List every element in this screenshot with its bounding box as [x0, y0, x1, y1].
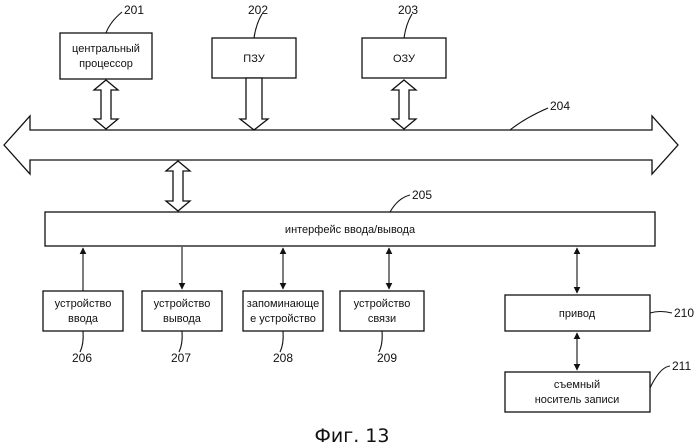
output-device-line1: устройство [154, 298, 211, 310]
input-device-line2: ввода [68, 313, 99, 325]
cpu-ref: 201 [124, 3, 144, 17]
comm-ref: 209 [377, 351, 397, 365]
rom-ref: 202 [248, 3, 268, 17]
rom-leader [254, 14, 262, 38]
drive-ref: 210 [674, 306, 694, 320]
input-device-line1: устройство [55, 298, 112, 310]
rom-to-bus-arrow [240, 78, 268, 130]
input-leader [80, 331, 83, 352]
output-leader [179, 331, 182, 352]
input-device-box [43, 291, 123, 331]
media-ref: 211 [672, 359, 691, 373]
comm-device-box [340, 291, 424, 331]
cpu-leader [106, 12, 122, 33]
removable-media-box [505, 372, 650, 412]
media-leader [650, 366, 670, 388]
ram-ref: 203 [398, 3, 418, 17]
comm-device-line2: связи [368, 313, 396, 325]
ram-leader [404, 14, 412, 38]
storage-ref: 208 [273, 351, 293, 365]
bus-ref: 204 [550, 99, 570, 113]
storage-device-box [243, 291, 323, 331]
input-ref: 206 [72, 351, 92, 365]
cpu-label-line1: центральный [72, 43, 140, 55]
removable-media-line2: носитель записи [535, 394, 620, 406]
cpu-label-line2: процессор [79, 58, 133, 70]
output-device-line2: вывода [163, 313, 202, 325]
removable-media-line1: съемный [554, 379, 600, 391]
comm-leader [379, 331, 382, 352]
figure-caption: Фиг. 13 [315, 425, 390, 447]
ram-label: ОЗУ [393, 53, 416, 65]
bus-leader [510, 108, 548, 130]
storage-device-line1: запоминающе [247, 298, 319, 310]
drive-leader [650, 312, 672, 314]
io-leader [390, 195, 410, 212]
ram-bus-double-arrow [392, 80, 416, 129]
output-ref: 207 [171, 351, 191, 365]
drive-label: привод [559, 308, 596, 320]
output-device-box [142, 291, 222, 331]
storage-leader [280, 331, 283, 352]
cpu-box [60, 33, 152, 79]
io-interface-label: интерфейс ввода/вывода [285, 224, 416, 236]
rom-label: ПЗУ [243, 53, 265, 65]
storage-device-line2: е устройство [250, 313, 316, 325]
bus-io-double-arrow [166, 161, 190, 211]
cpu-bus-double-arrow [94, 80, 118, 129]
io-ref: 205 [412, 188, 432, 202]
comm-device-line1: устройство [354, 298, 411, 310]
